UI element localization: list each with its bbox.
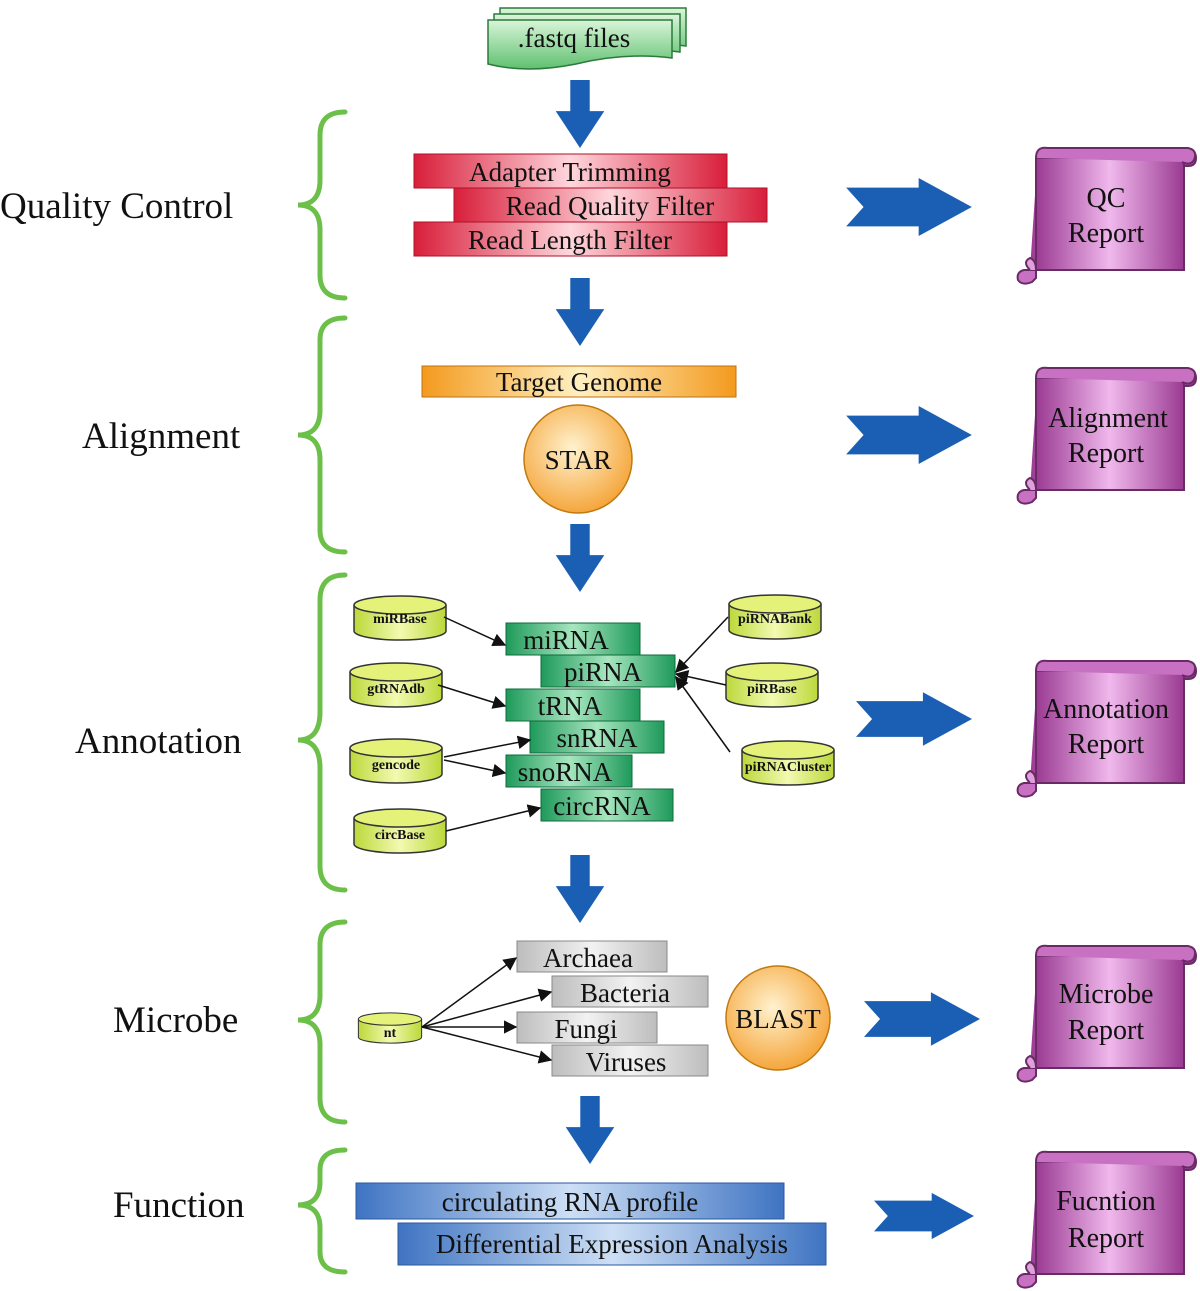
database-label: circBase: [375, 828, 425, 843]
flow-arrow-down-icon: [555, 855, 605, 923]
qc-report: QC Report: [1016, 146, 1198, 285]
star-tool-label: STAR: [545, 445, 612, 475]
flow-arrow-down-icon: [555, 80, 605, 148]
report-subtitle: Report: [1068, 218, 1144, 249]
flow-arrow-down-icon: [555, 278, 605, 346]
report-arrow-icon: [846, 178, 972, 236]
function-analysis-label: circulating RNA profile: [442, 1187, 698, 1217]
report-subtitle: Report: [1068, 1015, 1144, 1046]
stage-label-microbe: Microbe: [113, 1000, 238, 1041]
report-scroll-icon: [1016, 944, 1198, 1083]
function-analysis-label: Differential Expression Analysis: [436, 1229, 788, 1259]
fastq-input: .fastq files: [487, 7, 687, 70]
rna-type-boxes: miRNA piRNA tRNA snRNA snoRNA circRNA: [505, 622, 676, 822]
star-tool-circle: [523, 404, 633, 514]
qc-step-box: [453, 187, 768, 223]
rna-type-label: tRNA: [538, 691, 603, 721]
taxon-box: [516, 940, 668, 973]
rna-type-box: [505, 622, 641, 656]
report-scroll-icon: [1016, 1150, 1198, 1289]
report-subtitle: Report: [1068, 1223, 1144, 1254]
alignment-report: Alignment Report: [1016, 366, 1198, 505]
stage-label-annotation: Annotation: [75, 721, 241, 762]
report-subtitle: Report: [1068, 438, 1144, 469]
qc-step-label: Adapter Trimming: [469, 157, 671, 187]
microbe-report: Microbe Report: [1016, 944, 1198, 1083]
taxon-label: Fungi: [554, 1014, 617, 1044]
target-genome-label: Target Genome: [496, 367, 662, 397]
stage-label-alignment: Alignment: [82, 416, 241, 457]
stage-brace: [297, 1147, 348, 1275]
stage-brace: [297, 315, 348, 555]
nt-database-label: nt: [384, 1026, 397, 1041]
report-title: Fucntion: [1056, 1186, 1156, 1217]
stage-brace: [297, 109, 348, 301]
stage-label-quality-control: Quality Control: [0, 186, 233, 227]
flow-arrow-down-icon: [565, 1096, 615, 1164]
flow-arrow-down-icon: [555, 524, 605, 592]
annotation-report: Annotation Report: [1016, 659, 1198, 798]
function-analysis-box: [397, 1222, 827, 1266]
target-genome-box: [421, 365, 737, 398]
blast-tool-circle: [725, 965, 831, 1071]
report-title: QC: [1087, 183, 1126, 214]
stage-label-function: Function: [113, 1185, 245, 1226]
rna-type-label: miRNA: [523, 625, 609, 655]
qc-step-label: Read Length Filter: [468, 225, 672, 255]
function-analysis-box: [355, 1182, 785, 1220]
report-title: Microbe: [1059, 979, 1154, 1010]
report-arrow-icon: [846, 406, 972, 464]
report-arrow-icon: [856, 692, 972, 746]
taxon-label: Archaea: [543, 943, 633, 973]
qc-step-label: Read Quality Filter: [506, 191, 714, 221]
qc-step-box: [413, 153, 728, 189]
report-title: Alignment: [1048, 403, 1168, 434]
report-scroll-icon: [1016, 146, 1198, 285]
rna-type-box: [540, 788, 674, 822]
rna-type-label: piRNA: [564, 657, 643, 687]
report-subtitle: Report: [1068, 729, 1144, 760]
fastq-label: .fastq files: [518, 23, 630, 53]
rna-type-box: [505, 754, 633, 788]
database-label: gtRNAdb: [367, 682, 425, 697]
annotation-connectors: [437, 616, 731, 832]
database-label: gencode: [372, 758, 420, 773]
fastq-document-icon: [487, 19, 673, 70]
report-arrow-icon: [874, 1192, 974, 1240]
database-label: piRNACluster: [745, 760, 831, 775]
qc-steps: Adapter Trimming Read Quality Filter Rea…: [413, 153, 768, 257]
stage-brace: [297, 572, 348, 893]
taxon-box: [551, 1044, 709, 1077]
database-label: piRNABank: [738, 612, 812, 627]
qc-step-box: [413, 221, 728, 257]
function-report: Fucntion Report: [1016, 1150, 1198, 1289]
taxa-boxes: Archaea Bacteria Fungi Viruses: [516, 940, 709, 1077]
report-arrow-icon: [864, 992, 980, 1046]
taxon-box: [516, 1011, 658, 1044]
report-title: Annotation: [1043, 694, 1169, 725]
rna-type-box: [505, 688, 641, 722]
database-label: miRBase: [373, 612, 427, 627]
taxon-label: Viruses: [586, 1047, 667, 1077]
rna-type-label: circRNA: [553, 791, 651, 821]
stage-brace: [297, 919, 348, 1125]
report-scroll-icon: [1016, 366, 1198, 505]
microbe-connectors: [421, 957, 553, 1064]
taxon-label: Bacteria: [580, 978, 670, 1008]
blast-tool-label: BLAST: [735, 1004, 821, 1034]
rna-type-label: snoRNA: [518, 757, 613, 787]
database-label: piRBase: [747, 682, 797, 697]
rna-type-label: snRNA: [556, 723, 638, 753]
